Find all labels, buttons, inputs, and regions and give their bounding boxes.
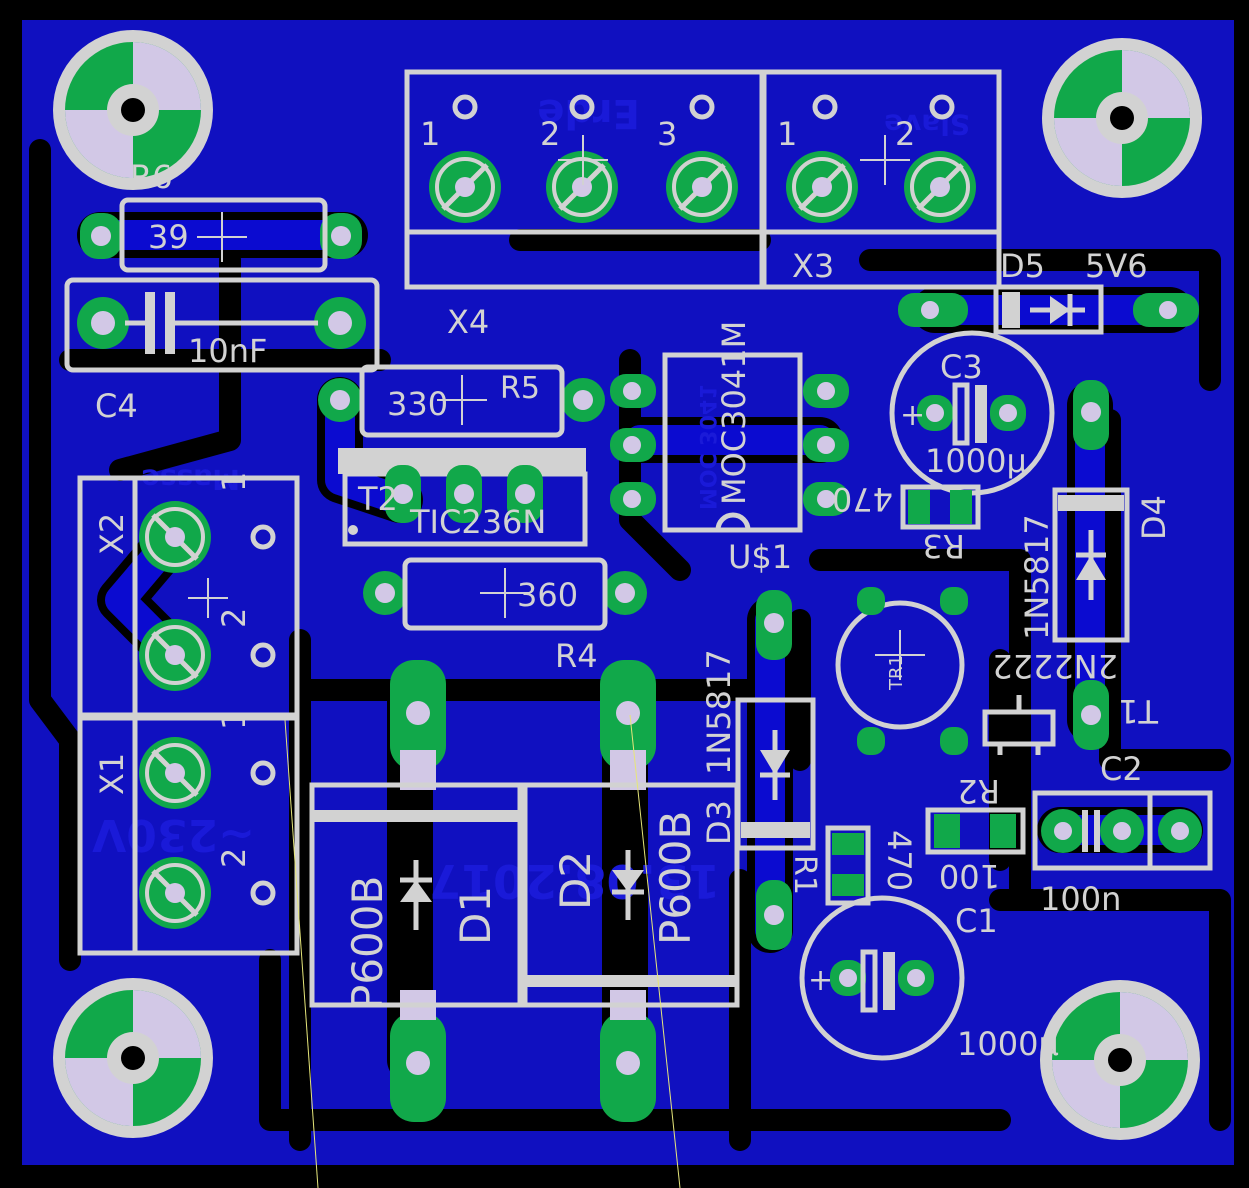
t2-name-label: T2 [357,480,398,518]
mounting-holes [53,30,1202,1140]
component-r6: R6 39 [80,158,362,273]
x2-pin2-label: 2 [215,608,253,628]
x1-pin1-label: 1 [215,710,253,730]
c1-plus-icon: + [808,963,833,998]
x3-pin2-label: 2 [895,115,915,153]
r1-value-label: 470 [880,830,918,891]
d1-value-label: P600B [343,876,392,1010]
d4-value-label: 1N5817 [1018,514,1056,640]
x4-pin3-label: 3 [657,115,677,153]
component-d5: D5 5V6 [898,247,1199,335]
airwires [284,714,681,1188]
component-r3: 470 R3 [832,480,981,565]
t2-value-label: TIC236N [409,503,546,541]
d2-value-label: P600B [651,811,700,945]
c2-name-label: C2 [1100,750,1143,788]
d5-name-label: D5 [1000,247,1045,285]
d2-name-label: D2 [551,851,600,910]
x3-name-label: X3 [792,247,834,285]
x3-pin1-label: 1 [777,115,797,153]
x4-pin1-label: 1 [420,115,440,153]
component-c3: + C3 1000µ [889,330,1055,496]
bottom-text-slave: Slave [884,108,970,141]
d4-name-label: D4 [1135,495,1173,540]
t1-sub-label: TR1 [886,655,907,691]
component-c2: C2 100n [1032,750,1213,918]
component-d3: 1N5817 D3 [700,590,816,950]
component-t2: T2 TIC236N [338,448,588,547]
d3-name-label: D3 [700,800,738,845]
c3-value-label: 1000µ [925,442,1027,480]
x4-pin2-label: 2 [540,115,560,153]
x2-name-label: X2 [93,513,131,555]
component-r2: R2 100 C1 [925,772,1026,940]
u1-name-label: U$1 [728,538,792,576]
component-t1: TR1 2N2222 T1 [835,587,1159,755]
c1-name-label: C1 [955,902,998,940]
u1-value-label: MOC3041M [715,321,753,505]
component-x3: 1 2 X3 [761,69,1002,290]
x1-pin2-label: 2 [215,848,253,868]
origin-crosses [188,135,925,680]
r6-name-label: R6 [130,158,173,196]
bottom-text-date: 13.08.2017 [429,854,720,908]
r6-value-label: 39 [148,218,189,256]
mounting-hole-bottom-left [53,978,213,1138]
r1-name-label: R1 [787,855,822,895]
r4-value-label: 360 [517,576,578,614]
mounting-hole-top-right [1042,38,1202,198]
t1-name-label: T1 [1118,692,1159,730]
d5-value-label: 5V6 [1085,247,1148,285]
component-x1: 1 2 X1 [77,710,300,956]
x1-name-label: X1 [93,753,131,795]
r4-name-label: R4 [555,637,598,675]
c3-plus-icon: + [900,398,925,433]
isolation-gaps [29,139,1231,1151]
r2-value-label: 100 [939,857,1000,895]
c4-name-label: C4 [95,387,138,425]
mounting-hole-bottom-right [1040,980,1200,1140]
bottom-layer-text: Erde 13.08.2017 ~230V Masse Slave MOC 30… [92,90,970,908]
c4-value-label: 10nF [188,332,267,370]
component-c1: + 1000µ [799,895,1059,1063]
r3-value-label: 470 [832,480,893,518]
r3-name-label: R3 [922,527,965,565]
x2-pin1-label: 1 [215,472,253,492]
t1-value-label: 2N2222 [992,647,1118,685]
component-d2: D2 P600B [522,660,740,1122]
mounting-hole-top-left [53,30,213,190]
component-r4: 360 R4 [363,557,647,675]
bottom-text-moc: MOC 3041 [694,384,719,510]
component-u1: MOC3041M U$1 [610,321,849,576]
r5-name-label: R5 [500,371,540,406]
x4-name-label: X4 [447,303,489,341]
r5-value-label: 330 [387,385,448,423]
component-d1: P600B D1 [309,660,523,1122]
component-d4: 1N5817 D4 [1018,380,1173,750]
c1-value-label: 1000µ [957,1025,1059,1063]
d3-value-label: 1N5817 [700,649,738,775]
c3-name-label: C3 [940,348,983,386]
r2-name-label: R2 [957,772,1000,810]
d1-name-label: D1 [451,886,500,945]
component-c4: 10nF C4 [64,277,380,425]
component-x2: 1 2 X2 [77,472,300,718]
c2-value-label: 100n [1040,880,1121,918]
component-r5: 330 R5 [318,364,605,438]
bottom-text-230v: ~230V [92,809,255,860]
